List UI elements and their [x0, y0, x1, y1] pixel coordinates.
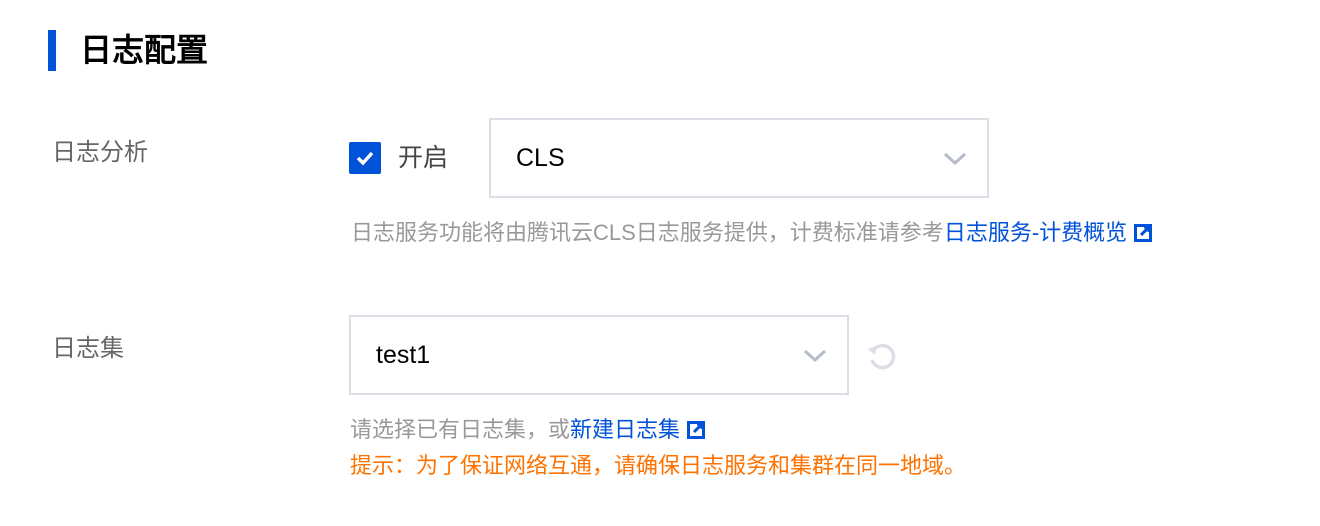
- external-link-icon[interactable]: [1133, 223, 1153, 243]
- log-set-label: 日志集: [52, 335, 124, 362]
- hint-text: 日志服务功能将由腾讯云CLS日志服务提供，计费标准请参考: [351, 220, 944, 245]
- section-title: 日志配置: [80, 32, 209, 68]
- refresh-icon[interactable]: [865, 339, 899, 373]
- region-warning: 提示：为了保证网络互通，请确保日志服务和集群在同一地域。: [350, 453, 967, 478]
- chevron-down-icon: [803, 349, 827, 363]
- check-icon: [356, 151, 374, 166]
- log-service-select[interactable]: CLS: [489, 118, 989, 198]
- enable-label[interactable]: 开启: [398, 144, 449, 172]
- log-analysis-label: 日志分析: [52, 139, 148, 166]
- log-analysis-hint: 日志服务功能将由腾讯云CLS日志服务提供，计费标准请参考日志服务-计费概览: [351, 219, 1153, 247]
- section-accent-bar: [48, 30, 56, 71]
- log-set-select[interactable]: test1: [349, 315, 849, 395]
- billing-overview-link[interactable]: 日志服务-计费概览: [943, 220, 1128, 245]
- hint-text: 请选择已有日志集，或: [350, 417, 571, 442]
- enable-checkbox[interactable]: [349, 142, 381, 174]
- create-log-set-link[interactable]: 新建日志集: [570, 417, 681, 442]
- log-set-hint: 请选择已有日志集，或新建日志集: [350, 416, 706, 444]
- chevron-down-icon: [943, 152, 967, 166]
- external-link-icon[interactable]: [686, 420, 706, 440]
- log-service-value: CLS: [516, 143, 565, 172]
- log-set-value: test1: [376, 340, 431, 369]
